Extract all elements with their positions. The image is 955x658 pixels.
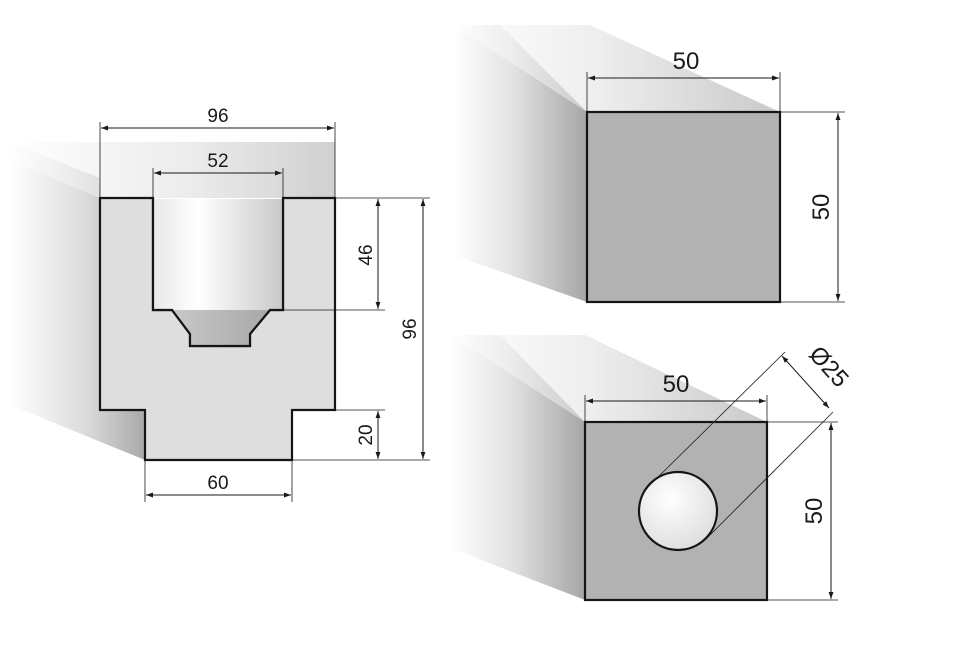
u-profile-slot [154,199,282,345]
label-tube-height: 50 [801,498,828,525]
label-hole-diameter: Ø25 [803,341,853,393]
label-tube-width: 50 [663,371,690,398]
tube-bar-hole [637,470,719,552]
label-top-width: 96 [207,106,228,127]
u-profile-extrusion-top [10,142,335,198]
label-foot-width: 60 [207,473,228,494]
ext-line-diameter [704,411,834,541]
square-bar-section [585,110,782,304]
u-profile-drawing: 96 52 46 96 20 60 [10,106,430,502]
ext-line-diameter [654,351,786,481]
label-total-height: 96 [400,318,421,339]
square-bar-extrusion [453,25,587,302]
label-square-width: 50 [673,48,700,75]
u-profile-slot-outline [151,198,285,348]
label-slot-depth: 46 [356,244,377,265]
dim-line-hole-diameter [781,355,830,409]
label-square-height: 50 [808,194,835,221]
square-bar-drawing: 50 50 [453,25,845,304]
label-foot-height: 20 [356,424,377,445]
u-profile-slot-bottom [173,310,269,345]
tube-bar-drawing: 50 50 Ø25 [450,335,854,602]
square-bar-extrusion-top [453,25,780,112]
tube-bar-extrusion [450,335,585,600]
u-profile-extrusion [10,142,145,460]
label-slot-width: 52 [207,151,228,172]
